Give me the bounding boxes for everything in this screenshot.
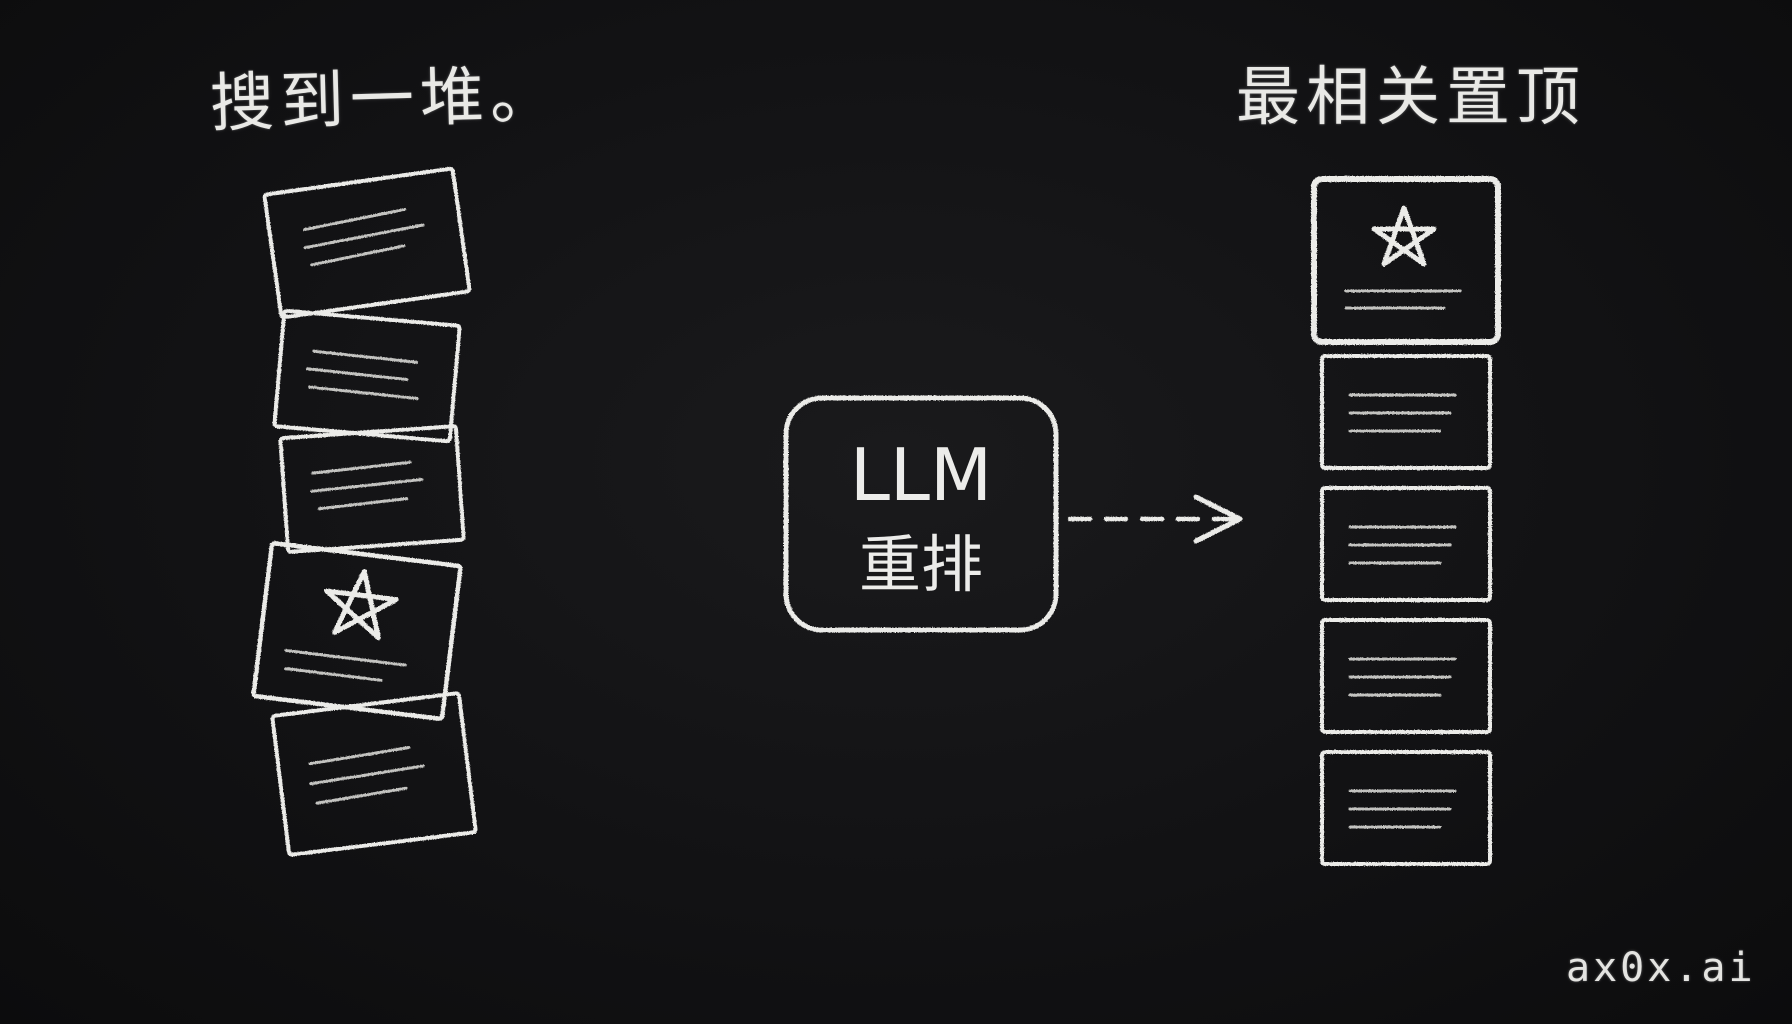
ranked-card [1320, 486, 1492, 602]
right-title: 最相关置顶 [1236, 61, 1586, 135]
watermark-logo: ax0x.ai [1566, 945, 1756, 991]
ranked-card [1320, 354, 1492, 470]
rerank-box-title: LLM [850, 433, 992, 517]
result-card [270, 691, 478, 857]
ranked-card [1320, 618, 1492, 734]
llm-rerank-box: LLM 重排 [783, 395, 1059, 633]
rerank-box-subtitle: 重排 [859, 528, 983, 601]
ranked-results-stack [1311, 176, 1501, 866]
output-dashed-arrow [1067, 494, 1243, 544]
star-icon [324, 568, 399, 641]
result-card-relevant [251, 541, 463, 721]
arrow-head-icon [1193, 494, 1243, 544]
star-icon [1371, 205, 1437, 267]
result-card [262, 166, 472, 320]
result-card [272, 308, 462, 444]
ranked-card-top [1311, 176, 1501, 345]
result-card [278, 424, 466, 554]
unsorted-results-stack [251, 166, 478, 857]
ranked-card [1320, 750, 1492, 866]
